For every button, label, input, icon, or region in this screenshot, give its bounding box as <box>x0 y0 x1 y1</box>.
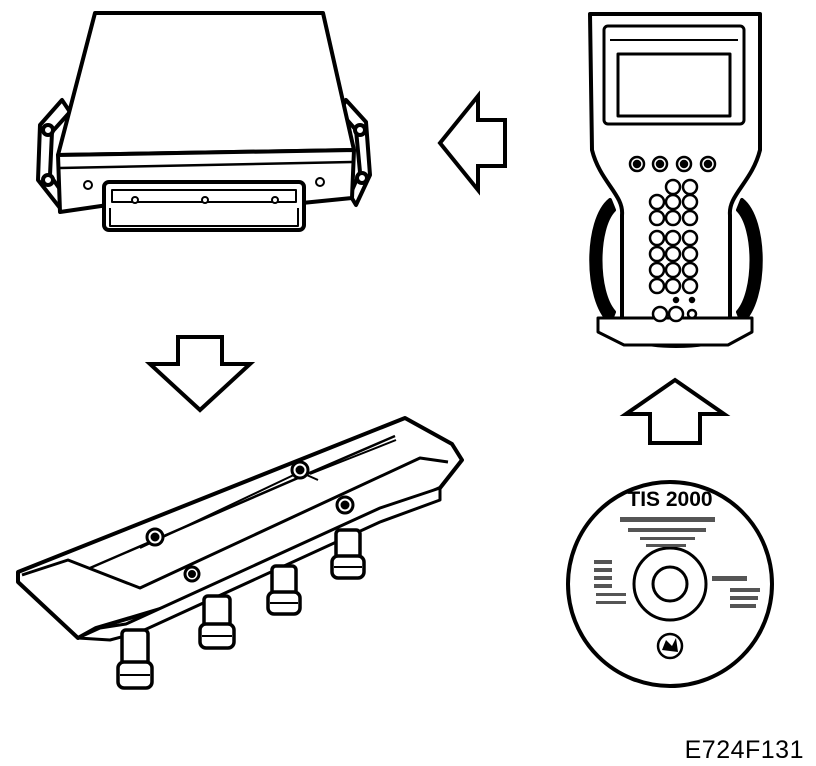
handheld-function-keys <box>628 155 717 173</box>
figure-code: E724F131 <box>684 736 804 764</box>
software-cd: TIS 2000 <box>566 480 774 688</box>
arrow-up <box>619 377 731 445</box>
ignition-coil-4 <box>330 528 366 580</box>
ignition-coil-2 <box>198 594 236 650</box>
diagnostic-handheld-tool <box>588 12 763 348</box>
cd-logo <box>656 632 684 660</box>
cassette-cover <box>16 416 464 640</box>
cd-center-hole <box>651 565 689 603</box>
control-module-top <box>56 11 356 157</box>
cassette-mounting-bosses <box>145 460 355 583</box>
cd-label-print <box>594 517 760 608</box>
ignition-cassette <box>16 416 464 690</box>
handheld-screen <box>616 52 732 118</box>
arrow-left <box>437 90 507 196</box>
handheld-keypad <box>648 178 699 323</box>
arrow-down <box>144 335 256 413</box>
ignition-coil-1 <box>116 628 154 690</box>
handheld-strap-right <box>736 198 763 324</box>
handheld-strap-left <box>589 198 616 324</box>
ignition-coil-3 <box>266 564 302 616</box>
control-module <box>36 11 372 232</box>
cd-title: TIS 2000 <box>627 488 712 511</box>
